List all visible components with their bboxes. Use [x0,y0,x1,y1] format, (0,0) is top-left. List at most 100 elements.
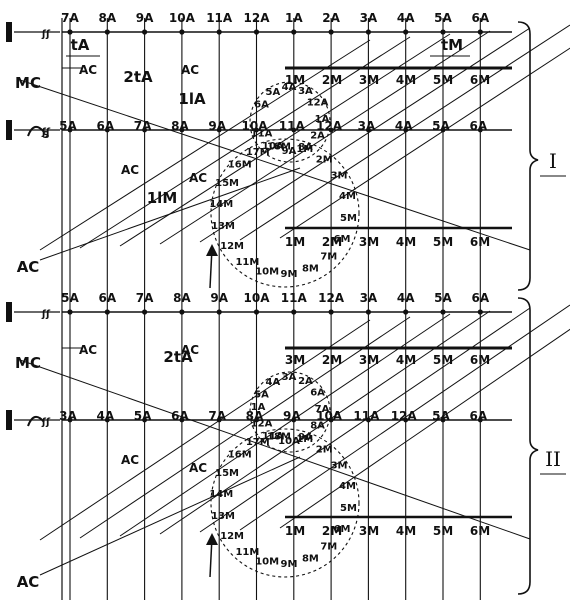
ac-label: AC [181,343,199,357]
axis-tick-label: 6A [469,409,487,423]
axis-tick-label: 6M [470,353,490,367]
axis-tick-label: 1A [285,11,303,25]
axis-tick-label: 10A [244,291,271,305]
axis-tick-label: 2A [322,11,340,25]
circle-a-label: 1A [251,402,266,413]
circle-a-label: 10A [262,141,284,152]
tm-label: tM [441,36,463,54]
axis-tick-label: 8A [171,119,189,133]
axis-tick-label: 10A [242,119,269,133]
ac-label: AC [189,171,207,185]
diagonal-rising [159,310,491,535]
circle-a-label: 11A [262,431,284,442]
axis-tick-label: 6M [470,73,490,87]
circle-a-label: 3A [282,372,297,383]
axis-dot [477,417,483,423]
motion-circle-upper [249,81,331,163]
axis-tick-label: 8A [246,409,264,423]
ac-label: AC [121,163,139,177]
bracket-ii [517,297,539,595]
two-ta-label: 2tA [163,348,193,366]
lm-label: 1lM [147,189,178,207]
axis-tick-label: 12A [391,409,418,423]
axis-dot [142,309,148,315]
circle-m-label: 10M [255,556,279,567]
circle-m-label: 7M [320,542,337,553]
axis-dot [440,29,446,35]
axis-tick-label: 11A [281,291,308,305]
diagonal-ac [39,456,301,576]
circle-a-label: 9A [298,432,313,443]
axis-tick-label: 4M [396,73,416,87]
axis-dot [291,29,297,35]
circle-m-label: 11M [235,547,259,558]
diagonal-lines [19,24,570,576]
circle-a-label: 8A [310,420,325,431]
circle-m-label: 12M [220,531,244,542]
axis-dot [365,29,371,35]
axis-tick-label: 4A [397,291,415,305]
motor-symbol [6,302,12,322]
break-mark: ʃʃ [41,417,51,428]
axis-tick-label: 6A [471,11,489,25]
axis-tick-label: 7A [61,11,79,25]
circle-a-label: 7A [315,404,330,415]
circle-m-label: 18M [267,431,291,442]
axis-tick-label: 3M [359,353,379,367]
circles [210,81,360,578]
axis-dot [67,127,73,133]
circle-a-label: 2A [310,130,325,141]
axis-tick-label: 4A [96,409,114,423]
axis-dot [328,29,334,35]
axis-dot [253,309,260,315]
circle-m-label: 2M [316,444,333,455]
ac-label: AC [17,573,40,591]
axis-tick-label: 5A [61,291,79,305]
circle-a-label: 6A [310,388,325,399]
axis-dot [366,127,371,133]
axis-dot [291,127,297,133]
rotation-arrow [27,125,45,137]
axis-dot [477,309,483,315]
axis-dot [67,29,73,35]
axis-tick-label: 11A [206,11,233,25]
diagonal-rising [39,39,371,251]
circle-a-label: 6A [254,99,269,110]
axis-tick-label: 8A [98,11,116,25]
circle-m-label: 1M [296,434,313,445]
circle-m-label: 13M [211,221,235,232]
circle-m-label: 6M [334,234,351,245]
axis-tick-label: 5M [433,353,453,367]
axis-tick-label: 11A [279,119,306,133]
circle-m-label: 8M [302,264,319,275]
circle-a-label: 4A [282,82,297,93]
axis-tick-label: 5M [433,235,453,249]
circle-m-label: 12M [220,241,244,252]
diagonal-rising [239,24,570,241]
motor-symbol [6,22,12,42]
axis-tick-label: 1M [285,73,305,87]
circle-a-label: 3A [298,86,313,97]
axis-tick-label: 12A [316,119,343,133]
axis-tick-label: 5A [432,409,450,423]
axis-tick-label: 12A [244,11,271,25]
axis-dot [291,309,297,315]
axis-tick-label: 2M [322,353,342,367]
ac-label: AC [79,63,97,77]
circle-m-label: 3M [331,461,348,472]
axis-tick-label: 3A [59,409,77,423]
axis-dot [440,309,446,315]
axis-tick-label: 3M [359,235,379,249]
axis-dot [477,127,483,133]
group-label-ii: II [545,447,561,471]
axis-tick-label: 3A [358,119,376,133]
axis-tick-label: 3M [359,73,379,87]
axis-tick-label: 5M [433,73,453,87]
motion-circle-lower [210,428,360,578]
circle-m-label: 6M [334,524,351,535]
circle-m-label: 7M [320,252,337,263]
break-mark: ʃʃ [41,127,51,138]
axis-tick-label: 9A [208,119,226,133]
axis-tick-label: 1M [285,235,305,249]
